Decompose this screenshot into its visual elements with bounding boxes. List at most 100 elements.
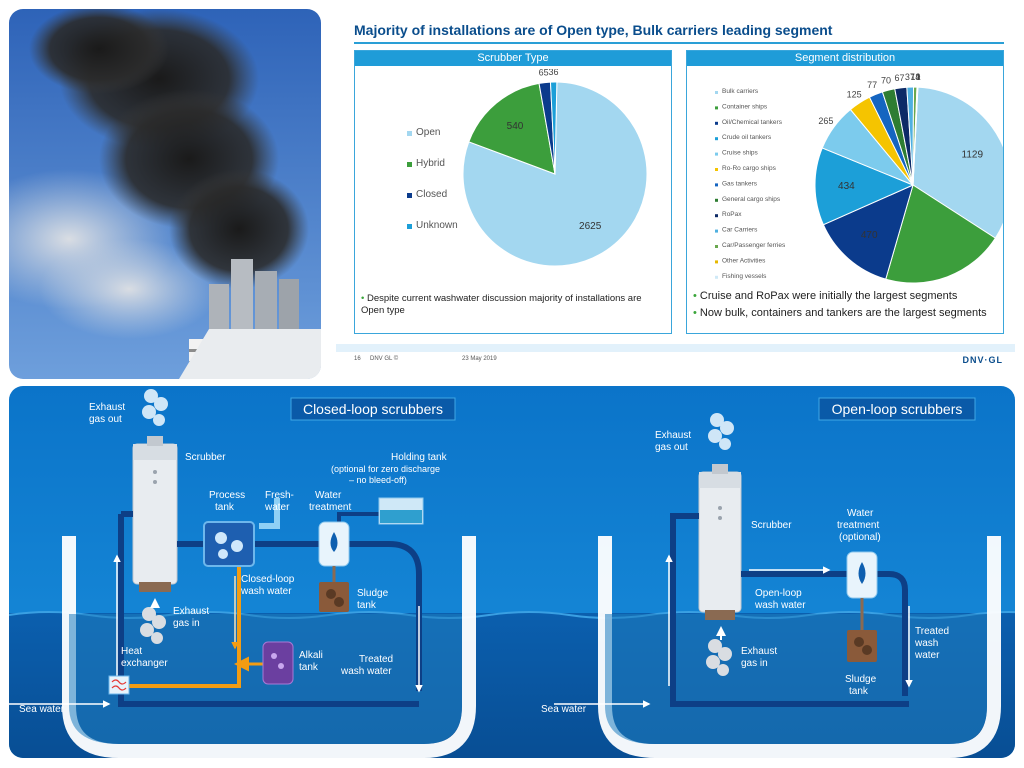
- seg-legend-label-6: Gas tankers: [722, 180, 758, 187]
- ol-scrubber-label: Scrubber: [751, 520, 792, 531]
- cl-alkali-label-1: Alkali: [299, 650, 323, 661]
- seg-legend-swatch-12: [715, 275, 718, 279]
- ol-treated-label-3: water: [914, 650, 940, 661]
- seg-legend-label-0: Bulk carriers: [722, 88, 759, 95]
- open-loop-scrubber: [698, 471, 742, 613]
- seg-value-label-10: 19: [910, 72, 920, 82]
- seg-legend-label-11: Other Activities: [722, 257, 766, 264]
- scrubber-type-bullet-text: Despite current washwater discussion maj…: [361, 293, 642, 316]
- type-slice-3: [549, 81, 558, 175]
- seg-legend-swatch-7: [715, 198, 718, 202]
- open-loop-exhaust-plume: [708, 413, 734, 450]
- type-value-label-0: 2625: [579, 221, 602, 232]
- type-legend-swatch-3: [407, 224, 412, 229]
- seg-value-label-11: 4: [915, 72, 920, 82]
- seg-legend-swatch-6: [715, 183, 718, 187]
- cl-fresh-water-label-1: Fresh-: [265, 490, 294, 501]
- scrubber-type-header: Scrubber Type: [355, 51, 671, 66]
- seg-value-label-9: 37: [905, 72, 915, 82]
- scrubber-schematic: Closed-loop scrubbers Open-loop scrubber…: [9, 386, 1015, 758]
- closed-loop-hull: [62, 536, 476, 758]
- type-value-label-3: 36: [549, 69, 559, 77]
- cl-exhaust-out-label-1: Exhaust: [89, 402, 125, 413]
- footer-date: 23 May 2019: [462, 356, 497, 362]
- cl-exhaust-in-label-2: gas in: [173, 618, 200, 629]
- ol-water-treatment-label-2: treatment: [837, 520, 879, 531]
- ol-exhaust-in-label-1: Exhaust: [741, 646, 777, 657]
- slide-title: Majority of installations are of Open ty…: [354, 22, 833, 38]
- ol-wash-water-label-1: Open-loop: [755, 588, 802, 599]
- segment-distribution-header: Segment distribution: [687, 51, 1003, 66]
- segment-bullet-1: • Cruise and RoPax were initially the la…: [693, 290, 958, 302]
- cl-alkali-label-2: tank: [299, 662, 319, 673]
- scrubber-statistics-slide: Majority of installations are of Open ty…: [336, 10, 1015, 376]
- ol-exhaust-out-label-1: Exhaust: [655, 430, 691, 441]
- seg-legend-label-10: Car/Passenger ferries: [722, 242, 786, 249]
- seg-legend-swatch-5: [715, 168, 718, 171]
- seg-legend-swatch-11: [715, 260, 718, 264]
- ol-exhaust-out-label-2: gas out: [655, 442, 688, 453]
- ol-sludge-label-1: Sludge: [845, 674, 877, 685]
- open-loop-title: Open-loop scrubbers: [832, 401, 963, 417]
- footer-organisation: DNV GL ©: [370, 356, 399, 362]
- type-legend-swatch-2: [407, 193, 412, 198]
- ol-water-treatment-label-1: Water: [847, 508, 874, 519]
- type-value-label-2: 65: [539, 69, 549, 78]
- segment-bullet-1-text: Cruise and RoPax were initially the larg…: [699, 290, 958, 302]
- seg-legend-label-7: General cargo ships: [722, 196, 781, 203]
- ol-sludge-label-2: tank: [849, 686, 869, 697]
- cl-holding-tank-label-3: – no bleed-off): [349, 475, 407, 485]
- cl-process-tank-label-1: Process: [209, 490, 245, 501]
- ol-wash-water-label-2: wash water: [754, 600, 806, 611]
- segment-bullet-2: • Now bulk, containers and tankers are t…: [693, 307, 987, 319]
- cl-exhaust-out-label-2: gas out: [89, 414, 122, 425]
- ol-exhaust-in-label-2: gas in: [741, 658, 768, 669]
- seg-legend-label-8: RoPax: [722, 211, 742, 218]
- type-value-label-1: 540: [507, 121, 524, 132]
- open-loop-hull: [598, 536, 1001, 758]
- cl-exhaust-in-label-1: Exhaust: [173, 606, 209, 617]
- cl-process-tank-label-2: tank: [215, 502, 235, 513]
- cl-treated-label-2: wash water: [340, 666, 392, 677]
- seg-legend-label-4: Cruise ships: [722, 150, 759, 157]
- ol-treated-label-2: wash: [914, 638, 938, 649]
- type-legend-swatch-1: [407, 162, 412, 167]
- type-legend-label-0: Open: [416, 127, 440, 138]
- scrubber-type-bullet: • Despite current washwater discussion m…: [361, 293, 642, 316]
- seg-legend-swatch-3: [715, 137, 718, 141]
- ol-exhaust-in-puff: [706, 639, 732, 676]
- seg-legend-swatch-2: [715, 121, 718, 125]
- heat-exchanger: [108, 675, 130, 695]
- seg-value-label-0: 1129: [962, 150, 984, 161]
- seg-value-label-2: 470: [861, 230, 878, 241]
- cl-sludge-label-1: Sludge: [357, 588, 389, 599]
- seg-value-label-7: 70: [881, 75, 891, 85]
- cl-wash-water-label-2: wash water: [240, 586, 292, 597]
- seg-slice-2: [822, 184, 914, 280]
- cl-heat-exchanger-label-2: exchanger: [121, 658, 168, 669]
- seg-legend-swatch-9: [715, 229, 718, 233]
- cl-holding-tank-label-2: (optional for zero discharge: [331, 464, 440, 474]
- segment-bullet-2-text: Now bulk, containers and tankers are the…: [699, 307, 987, 319]
- closed-loop-exhaust-plume: [142, 389, 168, 426]
- seg-legend-label-2: Oil/Chemical tankers: [722, 119, 783, 126]
- seg-legend-label-9: Car Carriers: [722, 227, 758, 234]
- cl-treated-label-1: Treated: [359, 654, 393, 665]
- seg-slice-0: [912, 86, 1003, 239]
- closed-loop-title: Closed-loop scrubbers: [303, 401, 443, 417]
- seg-legend-swatch-1: [715, 106, 718, 110]
- cl-wash-water-label-1: Closed-loop: [241, 574, 295, 585]
- seg-value-label-8: 67: [895, 73, 905, 83]
- cl-heat-exchanger-label-1: Heat: [121, 646, 142, 657]
- dnv-gl-logo: DNV·GL: [962, 355, 1003, 365]
- seg-slice-12: [912, 86, 919, 186]
- seg-legend-label-3: Crude oil tankers: [722, 134, 772, 141]
- seg-value-label-5: 125: [847, 89, 862, 99]
- seg-legend-label-1: Container ships: [722, 103, 768, 110]
- alkali-tank: [262, 641, 294, 685]
- seg-value-label-3: 434: [838, 181, 855, 192]
- type-legend-label-1: Hybrid: [416, 158, 445, 169]
- cl-holding-tank-label-1: Holding tank: [391, 452, 448, 463]
